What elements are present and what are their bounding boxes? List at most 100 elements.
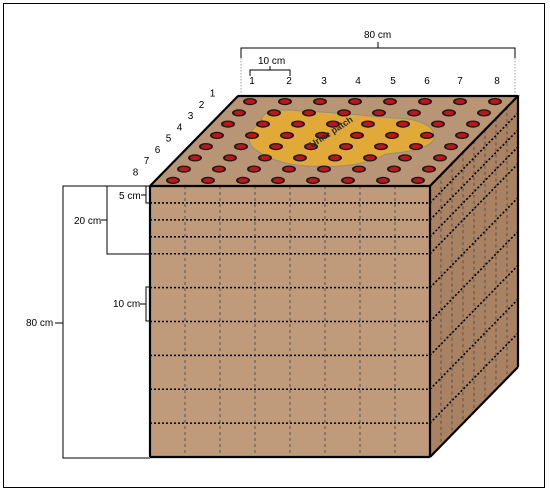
column-spacing-label: 10 cm — [258, 56, 285, 67]
sampling-hole-core — [328, 121, 338, 127]
sampling-hole-core — [273, 178, 283, 183]
sampling-hole-core — [304, 110, 314, 116]
column-number: 8 — [494, 76, 500, 87]
sampling-hole-core — [271, 144, 281, 149]
column-numbers: 1 2 3 4 5 6 7 8 — [249, 76, 500, 87]
side-layer-boundary — [429, 129, 519, 221]
column-spacing-bracket — [249, 69, 291, 76]
sampling-hole-core — [245, 99, 255, 104]
side-layer-boundary — [429, 264, 519, 356]
sampling-hole-core — [435, 155, 445, 161]
sampling-hole-core — [234, 110, 244, 116]
sampling-hole-core — [201, 144, 211, 149]
top-block-label: 20 cm — [74, 216, 101, 227]
sampling-hole-core — [214, 166, 224, 172]
row-number: 1 — [210, 89, 216, 100]
cube-edge — [429, 366, 519, 458]
column-number: 6 — [424, 76, 430, 87]
sampling-hole-core — [376, 144, 386, 149]
sampling-hole-core — [363, 121, 373, 127]
sampling-hole-core — [413, 178, 423, 183]
sampling-hole-core — [424, 166, 434, 172]
sampling-hole-core — [378, 178, 388, 183]
row-number: 4 — [177, 122, 183, 133]
sampling-hole-core — [354, 166, 364, 172]
side-layer-boundary — [429, 146, 519, 238]
cube-edge — [149, 95, 239, 187]
sampling-hole-core — [422, 133, 432, 138]
sampling-hole-core — [319, 166, 329, 172]
sampling-hole-core — [269, 110, 279, 116]
row-number: 7 — [144, 156, 150, 167]
sampling-hole-core — [411, 144, 421, 149]
column-number: 7 — [457, 76, 463, 87]
sampling-hole-core — [260, 155, 270, 161]
sampling-hole-core — [280, 99, 290, 104]
sampling-hole-core — [420, 99, 430, 104]
top-width-label: 80 cm — [364, 30, 391, 41]
row-number: 6 — [155, 145, 161, 156]
sampling-hole-core — [387, 133, 397, 138]
sampling-hole-core — [168, 178, 178, 183]
column-number: 1 — [249, 76, 255, 87]
sampling-hole-core — [258, 121, 268, 127]
depth-label: 80 cm — [26, 318, 53, 329]
sampling-hole-core — [389, 166, 399, 172]
side-layer-boundary — [429, 230, 519, 323]
sampling-hole-core — [308, 178, 318, 183]
sampling-hole-core — [225, 155, 235, 161]
sampling-hole-core — [490, 99, 500, 104]
side-layer-boundary — [429, 163, 519, 255]
layer-label: 10 cm — [113, 299, 140, 310]
row-number: 5 — [166, 134, 172, 145]
sampling-hole-core — [315, 99, 325, 104]
thin-layer-label: 5 cm — [119, 191, 141, 202]
sampling-hole-core — [479, 110, 489, 116]
sampling-hole-core — [343, 178, 353, 183]
sampling-hole-core — [203, 178, 213, 183]
sampling-hole-core — [374, 110, 384, 116]
sampling-hole-core — [339, 110, 349, 116]
side-layer-boundary — [429, 298, 519, 390]
sampling-hole-core — [236, 144, 246, 149]
sampling-hole-core — [446, 144, 456, 149]
cube-edge — [429, 95, 519, 187]
side-grid-lines — [429, 107, 519, 446]
sampling-hole-core — [400, 155, 410, 161]
sampling-hole-core — [306, 144, 316, 149]
sampling-hole-core — [433, 121, 443, 127]
row-number: 8 — [133, 167, 139, 178]
sampling-hole-core — [457, 133, 467, 138]
column-number: 5 — [390, 76, 396, 87]
sampling-hole-core — [455, 99, 465, 104]
front-grid-lines — [150, 186, 430, 457]
sampling-hole-core — [247, 133, 257, 138]
sampling-hole-core — [385, 99, 395, 104]
sampling-hole-core — [444, 110, 454, 116]
sampling-hole-core — [284, 166, 294, 172]
sampling-hole-core — [282, 133, 292, 138]
sampling-hole-core — [398, 121, 408, 127]
sampling-hole-core — [317, 133, 327, 138]
sampling-hole-core — [330, 155, 340, 161]
column-number: 2 — [286, 76, 292, 87]
sampling-hole-core — [365, 155, 375, 161]
sampling-hole-core — [238, 178, 248, 183]
sampling-holes — [166, 98, 502, 184]
row-number: 2 — [199, 100, 205, 111]
sampling-hole-core — [223, 121, 233, 127]
side-layer-boundary — [429, 112, 519, 204]
sampling-hole-core — [295, 155, 305, 161]
sampling-hole-core — [409, 110, 419, 116]
sampling-hole-core — [352, 133, 362, 138]
column-number: 4 — [355, 76, 361, 87]
dimension-annotations — [55, 42, 516, 459]
sampling-hole-core — [293, 121, 303, 127]
column-number: 3 — [321, 76, 327, 87]
sampling-hole-core — [212, 133, 222, 138]
sampling-hole-core — [249, 166, 259, 172]
sampling-hole-core — [179, 166, 189, 172]
row-number: 3 — [188, 111, 194, 122]
